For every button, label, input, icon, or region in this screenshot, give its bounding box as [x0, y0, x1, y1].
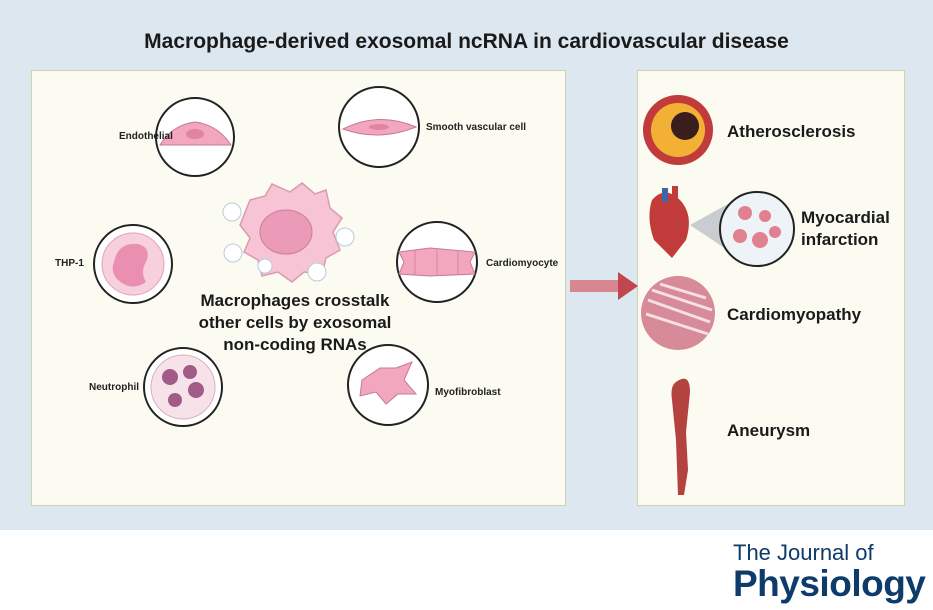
arrow-icon — [570, 272, 638, 300]
thp1-label: THP-1 — [55, 258, 84, 269]
atherosclerosis-label: Atherosclerosis — [727, 122, 856, 141]
cardiomyocyte-icon — [396, 221, 478, 303]
cardiomyopathy-icon — [641, 276, 715, 350]
caption-line-3: non-coding RNAs — [223, 335, 367, 354]
caption-line-2: other cells by exosomal — [198, 313, 392, 332]
neutrophil-cell-icon — [143, 347, 223, 427]
smooth-vascular-cell-label: Smooth vascular cell — [426, 122, 527, 133]
neutrophil-label: Neutrophil — [89, 382, 139, 393]
aorta-icon — [671, 378, 690, 495]
myofibroblast-icon — [347, 344, 429, 426]
atherosclerosis-icon — [643, 95, 713, 165]
myofibroblast-label: Myofibroblast — [435, 387, 501, 398]
thp1-cell-icon — [93, 224, 173, 304]
endothelial-cell-icon — [155, 97, 235, 177]
infarct-tissue-icon — [719, 191, 795, 267]
cardiomyocyte-label: Cardiomyocyte — [486, 258, 559, 269]
endothelial-label: Endothelial — [119, 131, 173, 142]
infarction-label: infarction — [801, 230, 879, 249]
figure-title: Macrophage-derived exosomal ncRNA in car… — [144, 30, 789, 53]
journal-name-line-1: The Journal of — [733, 540, 874, 565]
caption-line-1: Macrophages crosstalk — [200, 291, 390, 310]
cardiomyopathy-label: Cardiomyopathy — [727, 305, 862, 324]
smooth-vascular-cell-icon — [338, 86, 420, 168]
crosstalk-caption: Macrophages crosstalk other cells by exo… — [180, 290, 410, 356]
journal-name-line-2: Physiology — [733, 563, 926, 604]
myocardial-label: Myocardial — [801, 208, 890, 227]
aneurysm-label: Aneurysm — [727, 421, 811, 440]
macrophage-cell-icon — [222, 182, 355, 283]
